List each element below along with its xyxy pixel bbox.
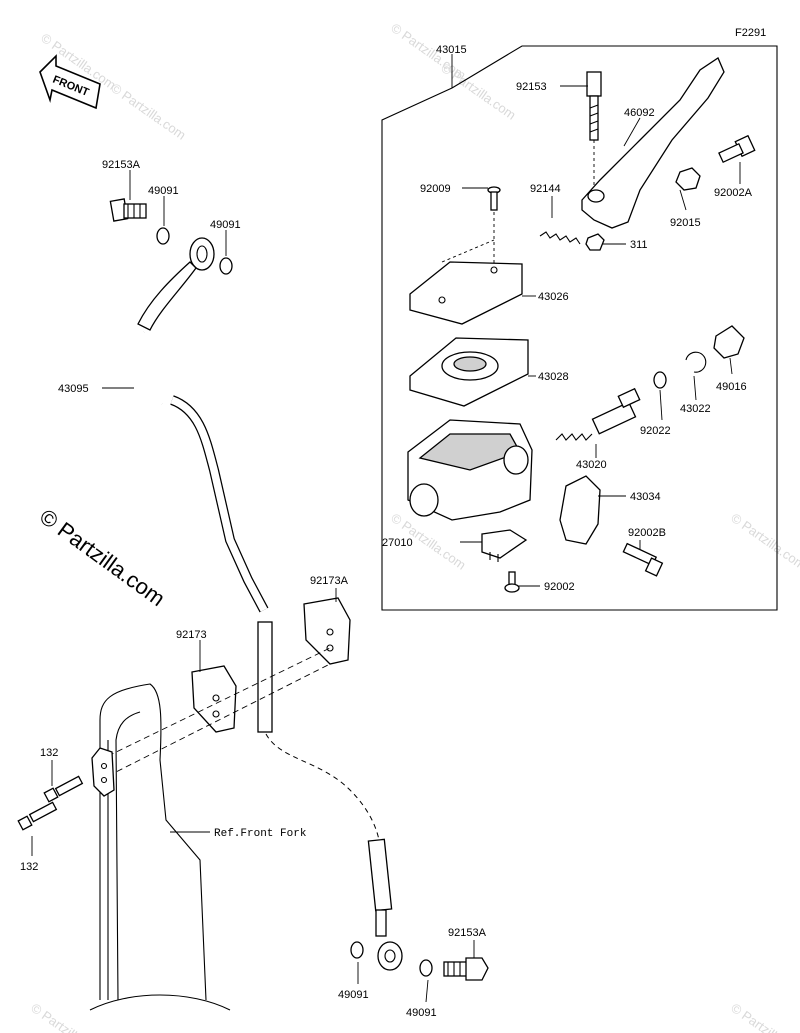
part-label: 27010 bbox=[382, 537, 413, 549]
washer-49091 bbox=[219, 257, 233, 275]
part-label: 49091 bbox=[338, 989, 369, 1001]
part-label: 49091 bbox=[210, 219, 241, 231]
part-label: 92002A bbox=[714, 187, 753, 199]
bolt-92153 bbox=[586, 71, 602, 141]
part-labels: 43015 92153 46092 92002A 92009 92144 920… bbox=[20, 44, 753, 1019]
part-label: 43020 bbox=[576, 459, 607, 471]
switch-27010 bbox=[481, 529, 528, 562]
front-fork-outline bbox=[99, 683, 207, 1001]
washer-49091 bbox=[419, 959, 433, 977]
part-label: 132 bbox=[20, 861, 38, 873]
bolt-132-top bbox=[43, 775, 84, 803]
bolt-92002A bbox=[718, 134, 756, 164]
leader-lines bbox=[31, 54, 741, 1003]
cap-43026 bbox=[409, 261, 523, 325]
nut-92015 bbox=[675, 167, 701, 191]
part-label: 43015 bbox=[436, 44, 467, 56]
part-label: 49016 bbox=[716, 381, 747, 393]
part-label: 43034 bbox=[630, 491, 661, 503]
part-label: 92173A bbox=[310, 575, 349, 587]
fork-bracket bbox=[91, 747, 115, 797]
part-label: 49091 bbox=[406, 1007, 437, 1019]
screw-92002 bbox=[504, 571, 520, 593]
washer-49091 bbox=[350, 941, 364, 959]
banjo-bolt-92153A-top bbox=[109, 198, 147, 222]
partzilla-watermark: © Partzilla.com bbox=[35, 504, 170, 611]
part-label: 132 bbox=[40, 747, 58, 759]
part-label: 43022 bbox=[680, 403, 711, 415]
banjo-bolt-92153A-bottom bbox=[443, 957, 489, 981]
clamp-43034 bbox=[559, 475, 601, 545]
assembly-frame bbox=[381, 45, 778, 611]
watermark-text: © Partzilla.com bbox=[438, 60, 518, 123]
part-label: 92009 bbox=[420, 183, 451, 195]
part-label: 92022 bbox=[640, 425, 671, 437]
boot-49016 bbox=[713, 325, 745, 359]
part-label: 49091 bbox=[148, 185, 179, 197]
part-label: 92002 bbox=[544, 581, 575, 593]
part-label: 92153A bbox=[102, 159, 141, 171]
figure-code: F2291 bbox=[735, 27, 766, 39]
ref-label: Ref.Front Fork bbox=[214, 828, 307, 840]
master-cylinder-body bbox=[407, 419, 533, 521]
watermark-text: © Partzilla.com bbox=[108, 80, 188, 143]
part-label: 43028 bbox=[538, 371, 569, 383]
watermark-text: © Partzilla.com bbox=[728, 510, 800, 573]
lever-46092 bbox=[581, 57, 725, 229]
nut-311 bbox=[585, 233, 605, 251]
piston-43020 bbox=[555, 387, 641, 441]
part-label: 311 bbox=[630, 239, 648, 251]
part-label: 92002B bbox=[628, 527, 666, 539]
part-label: 92173 bbox=[176, 629, 207, 641]
part-label: 46092 bbox=[624, 107, 655, 119]
washer-49091 bbox=[156, 227, 170, 245]
part-label: 92144 bbox=[530, 183, 561, 195]
spring-92144 bbox=[539, 231, 581, 245]
part-label: 92153 bbox=[516, 81, 547, 93]
washer-92022 bbox=[653, 371, 667, 389]
part-label: 43026 bbox=[538, 291, 569, 303]
brake-hose-43095 bbox=[131, 237, 403, 971]
circlip-43022 bbox=[685, 351, 707, 373]
bolt-132-bottom bbox=[17, 801, 58, 831]
watermark-text: © Partzilla.com bbox=[728, 1000, 800, 1033]
part-label: 92015 bbox=[670, 217, 701, 229]
diaphragm-43028 bbox=[409, 337, 529, 407]
clamp-92173 bbox=[191, 665, 237, 733]
screw-92009 bbox=[487, 186, 501, 211]
part-label: 43095 bbox=[58, 383, 89, 395]
watermark-text: © Partzilla.com bbox=[28, 1000, 108, 1033]
part-label: 92153A bbox=[448, 927, 487, 939]
bolt-92002B bbox=[622, 542, 664, 577]
